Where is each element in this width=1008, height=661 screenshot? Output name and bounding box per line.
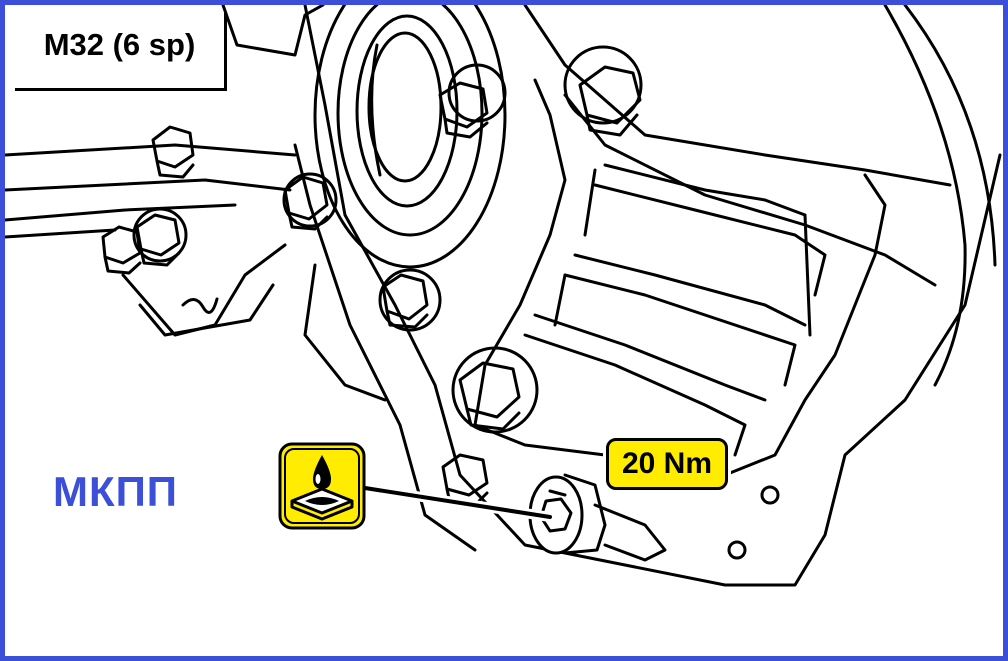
- left-wall-line: [293, 143, 477, 552]
- bell-housing-rim: [523, 5, 952, 187]
- rib-4: [563, 273, 797, 387]
- bolt-left-4: [101, 225, 142, 275]
- bell-housing-rim-inner: [563, 93, 937, 287]
- gearbox-line-drawing: [5, 5, 1002, 587]
- bolt-left-3: [132, 207, 188, 267]
- bearing-shade: [370, 43, 382, 177]
- oil-drop-icon: [278, 442, 366, 530]
- bolt-lower-flange: [451, 346, 539, 434]
- torque-value: 20 Nm: [621, 447, 713, 480]
- bolt-center: [378, 268, 442, 332]
- rib-3: [573, 253, 807, 327]
- rib-7: [583, 168, 597, 237]
- shaft-line-mid: [5, 178, 292, 192]
- bolt-left-2: [282, 172, 338, 231]
- bolt-top-center: [438, 63, 507, 139]
- flange-outer: [473, 78, 887, 477]
- transmission-type-label: МКПП: [53, 468, 178, 515]
- model-label: M32 (6 sp): [43, 26, 196, 62]
- bearing-middle: [336, 5, 484, 237]
- bearing-seal: [367, 31, 443, 183]
- bolt-left-1: [151, 125, 195, 179]
- lower-left-bracket: [138, 283, 275, 337]
- rib-9: [553, 273, 567, 327]
- right-rim-curve-outer: [903, 5, 997, 267]
- bolt-top-right: [563, 45, 643, 137]
- shaft-line-low: [5, 203, 237, 222]
- rib-8: [803, 213, 812, 337]
- rib-2: [593, 183, 827, 297]
- shaft-line-top: [5, 143, 297, 157]
- model-label-box: M32 (6 sp): [15, 13, 227, 91]
- torque-badge: 20 Nm: [606, 438, 728, 490]
- leader-line-inner: [363, 486, 552, 519]
- housing-hole-2: [727, 540, 747, 560]
- drain-bracket: [593, 503, 667, 562]
- rib-6: [523, 333, 747, 457]
- housing-hole-1: [760, 485, 780, 505]
- right-rim-curve: [883, 5, 967, 387]
- housing-upper-left: [221, 5, 325, 57]
- wire-squiggle: [181, 297, 219, 314]
- shaft-line-bottom: [5, 228, 117, 239]
- left-edge-curve: [303, 263, 387, 402]
- bearing-outer: [313, 5, 507, 269]
- rib-1: [603, 163, 807, 217]
- rib-5: [533, 313, 767, 402]
